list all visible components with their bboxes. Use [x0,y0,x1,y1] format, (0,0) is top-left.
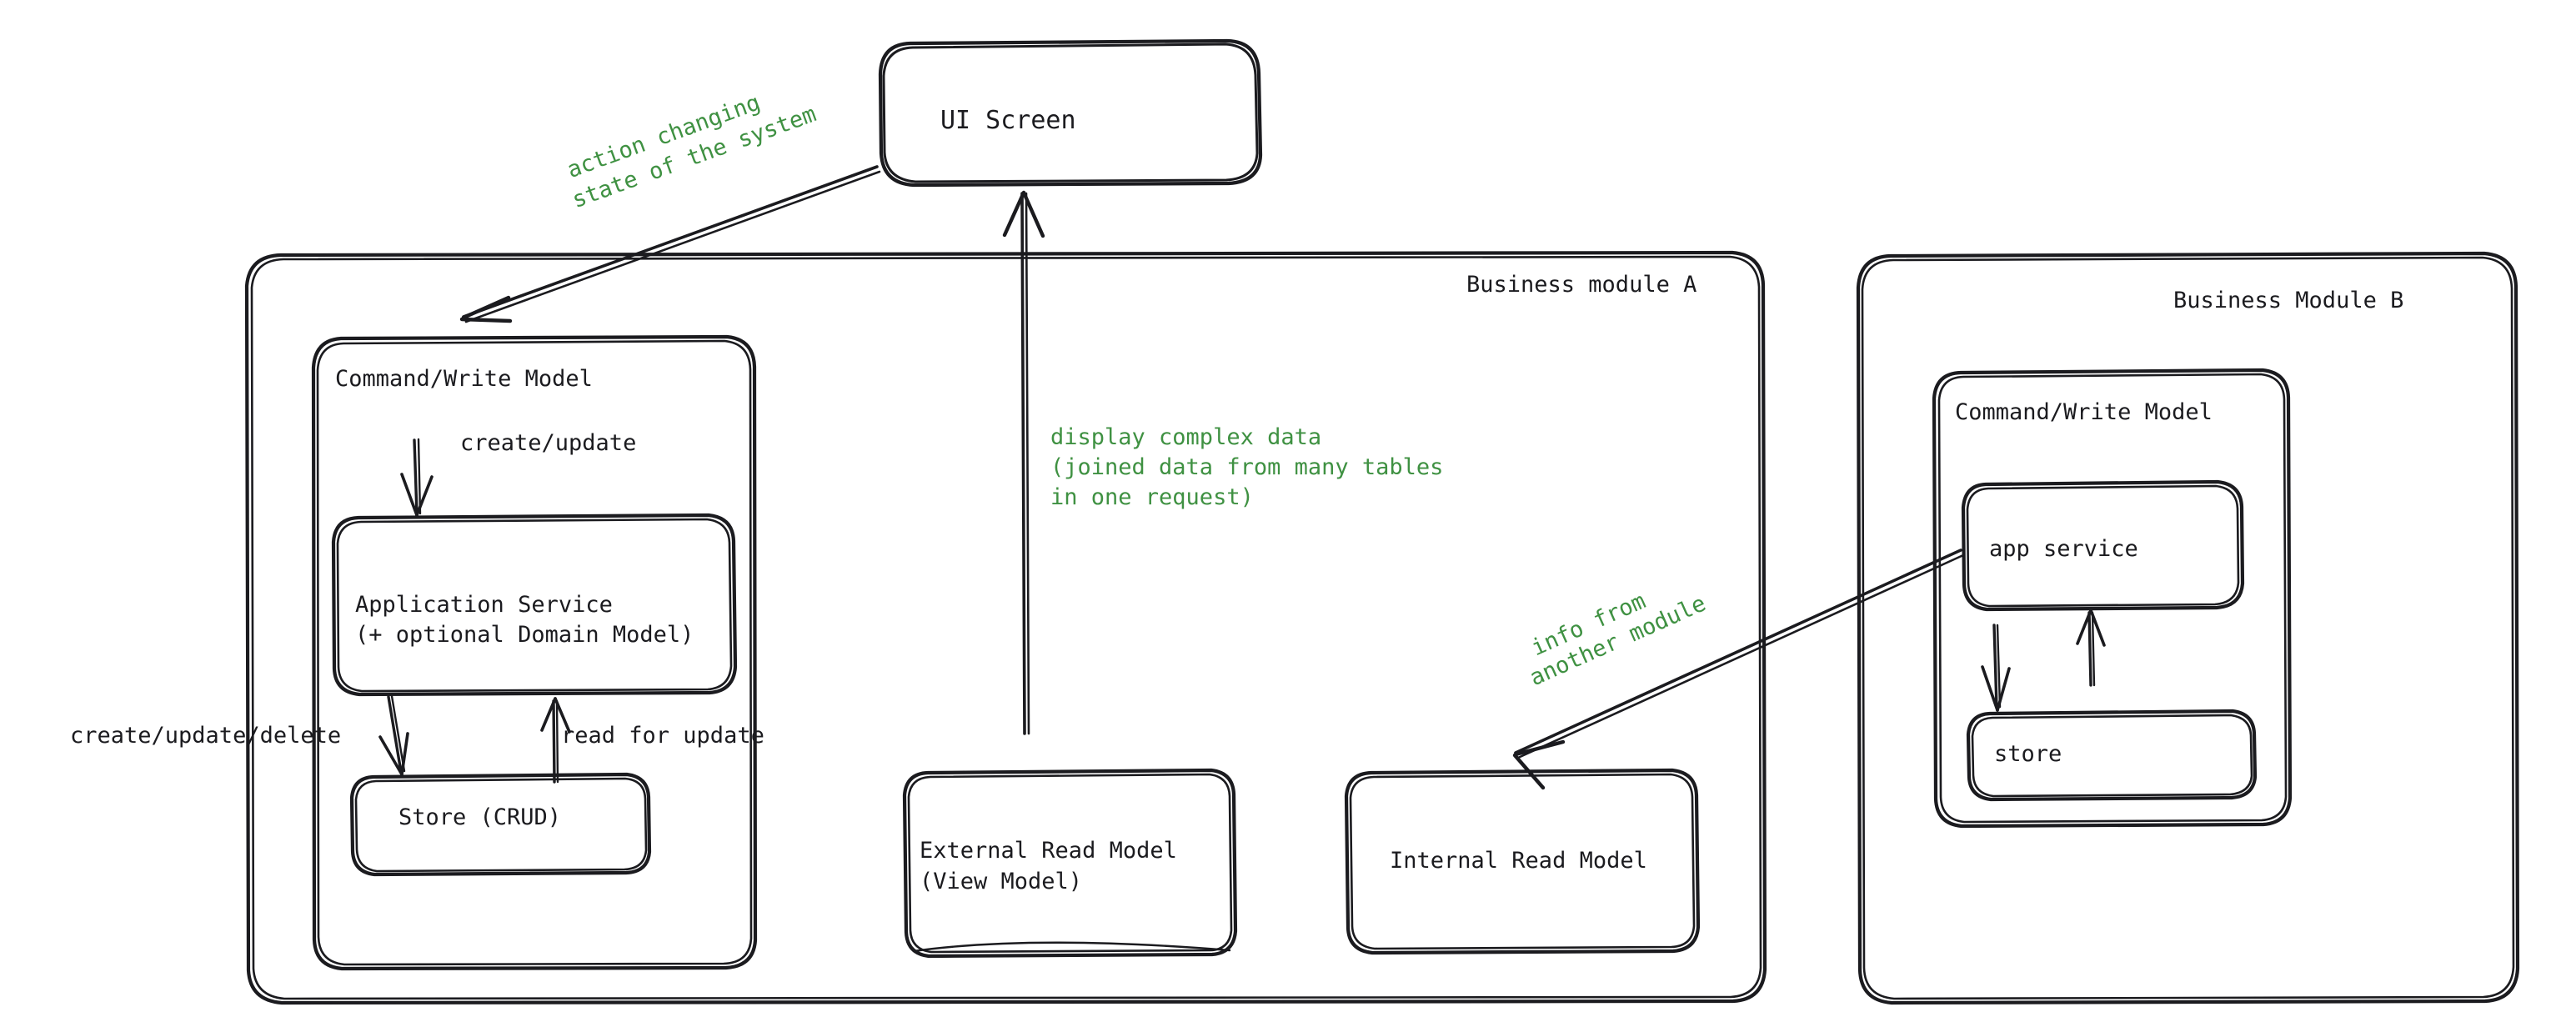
module-b-command-write-model-label: Command/Write Model [1955,399,2213,425]
application-service-label-line1: Application Service [355,592,613,618]
arrow-b-app-service-to-store [1981,624,2011,712]
module-b-command-write-model-box[interactable] [1932,368,2293,829]
ui-screen-box[interactable] [878,38,1263,188]
module-b-box[interactable] [1856,251,2520,1005]
ui-screen-label: UI Screen [940,106,1076,135]
module-b-label: Business Module B [2173,288,2404,313]
store-crud-box[interactable] [349,772,652,877]
app-service-box[interactable] [1961,479,2245,612]
arrow-create-update-delete [378,694,409,776]
application-service-box[interactable] [331,513,738,697]
external-read-model-box[interactable] [902,768,1238,959]
arrow-info-from-another-module [1512,549,1965,790]
edge-label-create-update-delete: create/update/delete [70,723,342,749]
module-a-label: Business module A [1466,272,1697,298]
arrow-create-update [400,438,434,517]
edge-label-display-complex-data-line2: (joined data from many tables [1050,454,1444,480]
arrow-display-complex-data [1002,190,1045,735]
module-b-store-box[interactable] [1966,709,2258,802]
external-read-model-label-line2: (View Model) [920,869,1083,894]
arrow-action-changing-state [459,165,881,323]
edge-label-display-complex-data-line1: display complex data [1050,424,1322,450]
edge-label-display-complex-data-line3: in one request) [1050,484,1254,510]
app-service-label: app service [1989,536,2138,562]
internal-read-model-label: Internal Read Model [1390,848,1647,874]
module-b-store-label: store [1994,741,2062,767]
arrow-b-store-to-app-service [2076,609,2106,687]
edge-label-read-for-update: read for update [561,723,764,749]
module-a-command-write-model-label: Command/Write Model [335,366,593,392]
edge-label-create-update: create/update [460,430,637,456]
module-a-box[interactable] [244,250,1767,1005]
store-crud-label: Store (CRUD) [398,804,562,830]
external-read-model-label-line1: External Read Model [920,838,1177,864]
module-a-command-write-model-box[interactable] [311,334,758,971]
application-service-label-line2: (+ optional Domain Model) [355,622,694,648]
internal-read-model-box[interactable] [1344,768,1701,955]
arrow-read-for-update [540,697,571,784]
